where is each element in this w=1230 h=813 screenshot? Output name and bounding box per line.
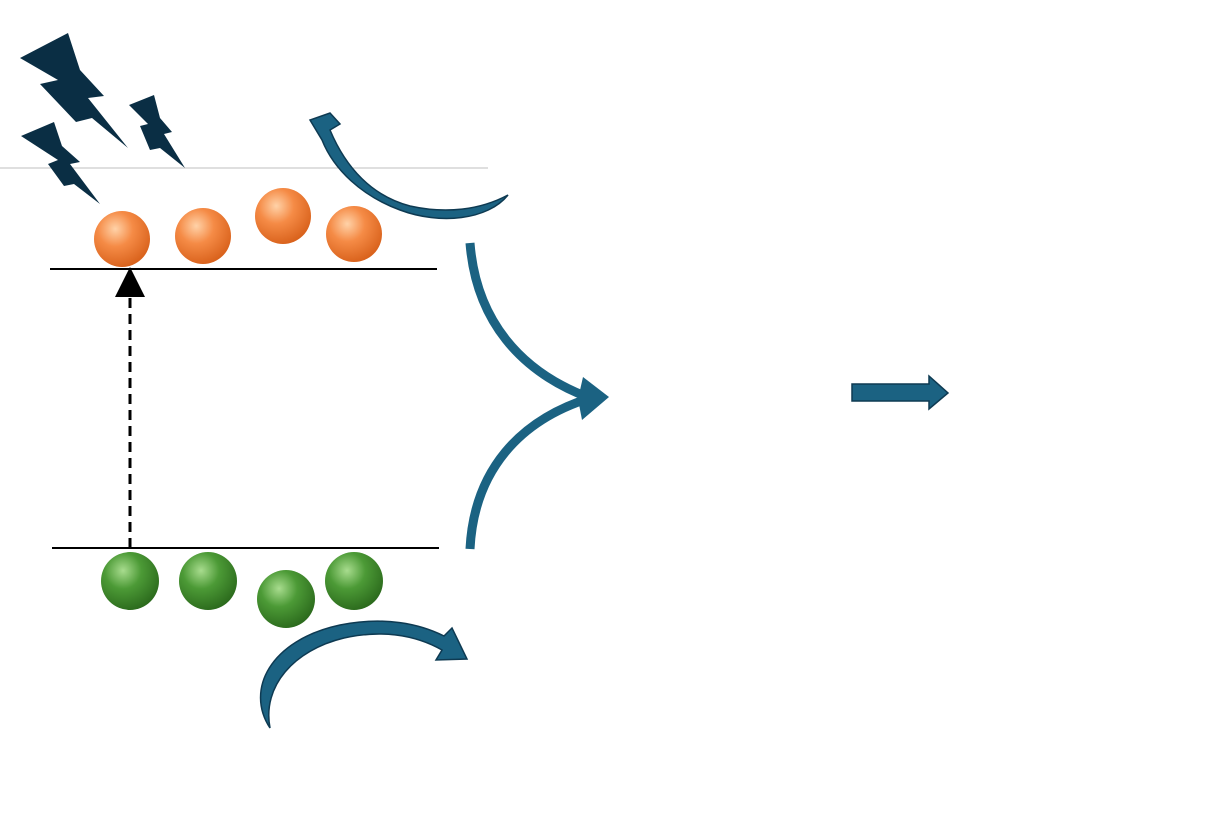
- lightning-bolt-icon: [20, 33, 128, 148]
- electron: [94, 211, 150, 267]
- converging-arrow: [465, 242, 609, 550]
- lightning-bolt-icon: [21, 122, 100, 204]
- block-arrow-right-icon: [851, 374, 950, 411]
- hole: [101, 552, 159, 610]
- converging-arrow-lower-stroke: [465, 393, 592, 550]
- converging-arrow-head: [578, 377, 609, 420]
- electrons: [94, 188, 382, 267]
- electron: [255, 188, 311, 244]
- hole: [257, 570, 315, 628]
- light-source: [20, 33, 185, 204]
- holes: [101, 552, 383, 628]
- electron: [326, 206, 382, 262]
- curved-arrow-icon: [308, 112, 509, 220]
- curved-arrow-icon: [259, 620, 469, 729]
- electron: [175, 208, 231, 264]
- lightning-bolt-icon: [129, 95, 185, 168]
- hole: [179, 552, 237, 610]
- converging-arrow-upper-stroke: [465, 242, 592, 403]
- hole: [325, 552, 383, 610]
